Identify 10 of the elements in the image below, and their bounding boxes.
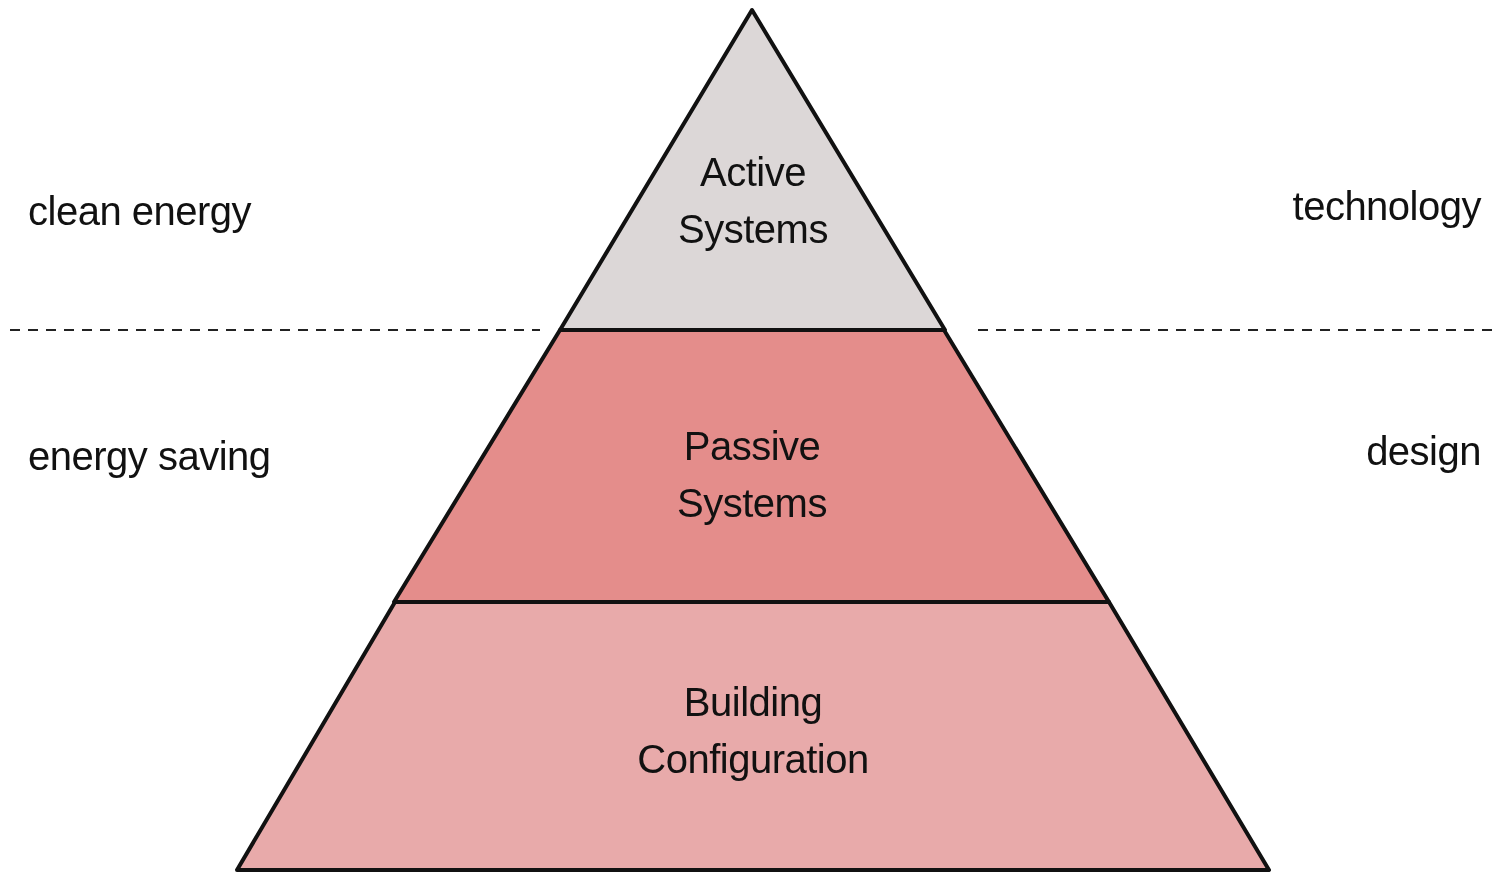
pyramid-layer [235,600,1271,872]
side-label: clean energy [28,188,252,235]
side-label: technology [1292,183,1481,230]
pyramid-layer [394,330,1110,604]
side-label: energy saving [28,433,271,480]
layer-label: Building Configuration [636,679,870,783]
pyramid-layer [560,8,946,332]
layer-label: Active Systems [677,149,829,253]
side-label: design [1366,428,1481,475]
layer-label: Passive Systems [676,423,828,527]
